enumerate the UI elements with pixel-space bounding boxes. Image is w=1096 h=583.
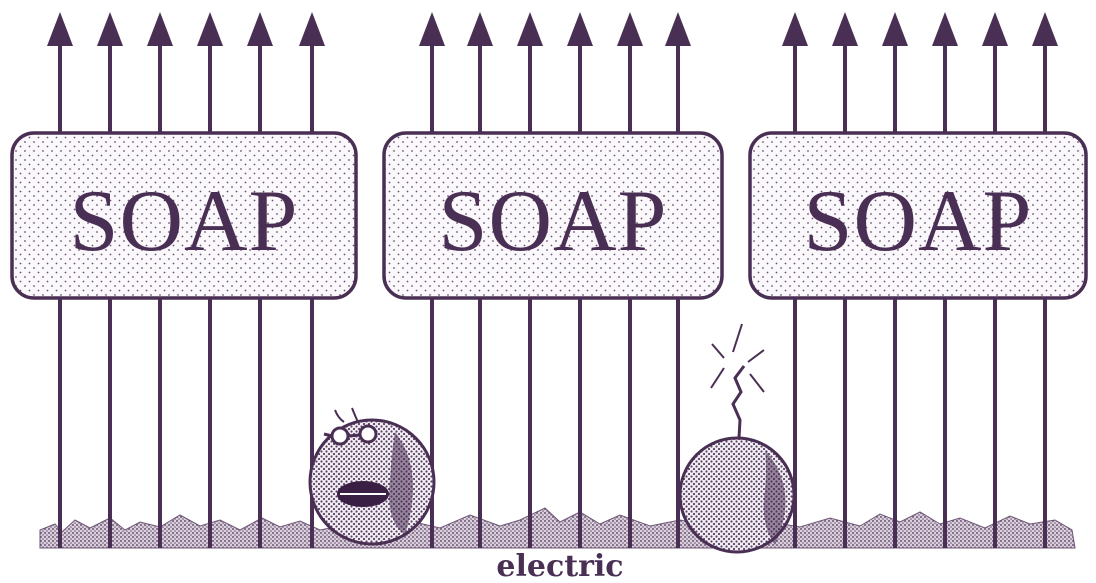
arrow-up-icon: [832, 12, 858, 46]
arrow-up-icon: [247, 12, 273, 46]
arrow-up-icon: [782, 12, 808, 46]
ground-grass: [40, 508, 1075, 548]
arrow-up-icon: [932, 12, 958, 46]
bomb-figure: [680, 324, 794, 552]
soap-label-2: SOAP: [439, 173, 668, 270]
arrow-up-icon: [1032, 12, 1058, 46]
arrow-up-icon: [982, 12, 1008, 46]
caption-electric: electric: [496, 549, 623, 583]
arrow-up-icon: [567, 12, 593, 46]
arrow-up-icon: [517, 12, 543, 46]
arrow-up-icon: [147, 12, 173, 46]
arrow-up-icon: [197, 12, 223, 46]
soap-panel-1: SOAP: [12, 133, 356, 298]
arrow-up-icon: [47, 12, 73, 46]
arrow-up-icon: [617, 12, 643, 46]
arrow-up-icon: [882, 12, 908, 46]
soap-label-1: SOAP: [70, 173, 299, 270]
soap-panel-2: SOAP: [384, 133, 722, 298]
arrow-up-icon: [419, 12, 445, 46]
soap-panel-3: SOAP: [750, 133, 1086, 298]
arrow-up-icon: [665, 12, 691, 46]
worried-ball-figure: [310, 408, 434, 544]
fuse-icon: [733, 366, 744, 438]
soap-label-3: SOAP: [804, 173, 1033, 270]
arrow-up-icon: [467, 12, 493, 46]
arrow-up-icon: [299, 12, 325, 46]
arrow-up-icon: [97, 12, 123, 46]
